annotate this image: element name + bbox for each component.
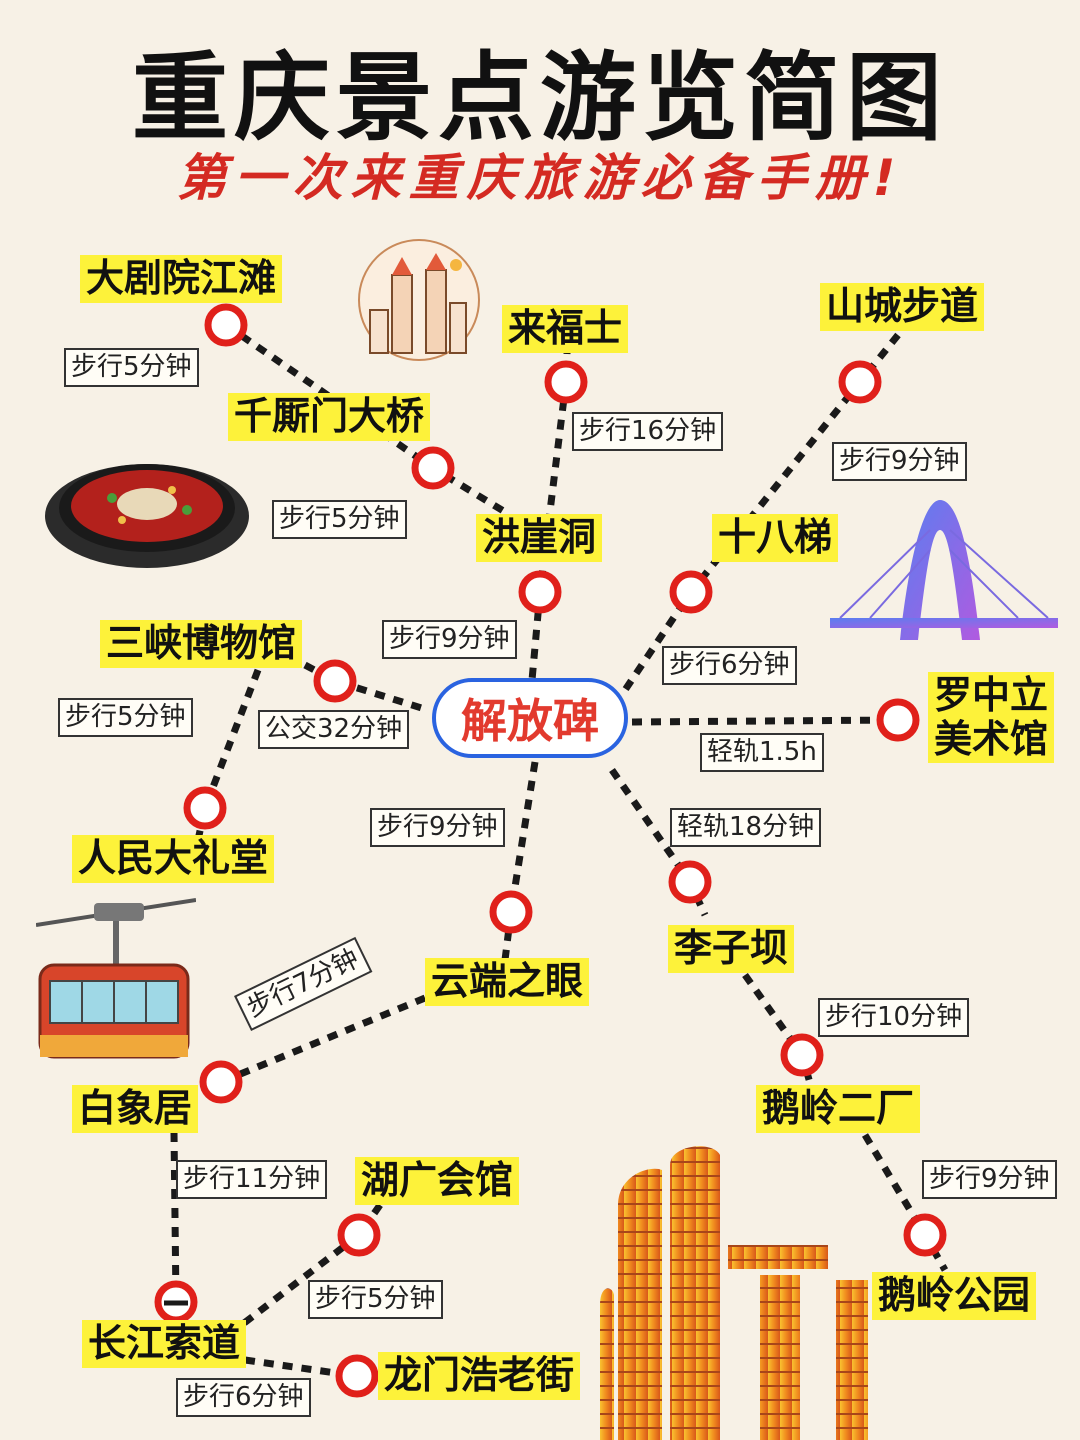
station-marker [183, 786, 227, 830]
station-marker [903, 1213, 947, 1257]
place-laifushi[interactable]: 来福士 [502, 305, 629, 353]
route-time-hub-lizi: 轻轨18分钟 [670, 808, 822, 848]
hotpot-icon [45, 464, 249, 568]
bridge-icon [830, 500, 1058, 640]
place-luo-zhongli-gallery[interactable]: 罗中立 美术馆 [928, 672, 1055, 764]
place-mountain-trail[interactable]: 山城步道 [820, 283, 985, 331]
cable-car-icon [36, 898, 196, 1059]
station-marker [204, 303, 248, 347]
line-mountain-eighteen [622, 332, 901, 692]
route-time-eighteen-hub: 步行6分钟 [662, 646, 797, 686]
towers-icon [600, 1146, 868, 1440]
skyline-icon [358, 239, 480, 361]
place-baixiangju[interactable]: 白象居 [72, 1085, 199, 1133]
station-marker [780, 1033, 824, 1077]
page-subtitle: 第一次来重庆旅游必备手册! [176, 149, 904, 207]
station-marker [544, 360, 588, 404]
route-time-qiansimen-hongyadong: 步行5分钟 [272, 500, 407, 540]
station-marker [669, 570, 713, 614]
place-eighteen-steps[interactable]: 十八梯 [712, 514, 839, 562]
place-lizi-ba[interactable]: 李子坝 [668, 925, 795, 973]
route-time-baixiang-cable: 步行11分钟 [176, 1160, 328, 1200]
line-huguang-cable [232, 1202, 383, 1333]
place-peoples-hall[interactable]: 人民大礼堂 [72, 835, 275, 883]
place-cloud-eye[interactable]: 云端之眼 [425, 958, 590, 1006]
place-cable-car[interactable]: 长江索道 [82, 1320, 247, 1368]
route-time-laifushi-hongyadong: 步行16分钟 [572, 412, 724, 452]
station-marker [337, 1213, 381, 1257]
place-huguang-hall[interactable]: 湖广会馆 [355, 1157, 520, 1205]
station-marker [199, 1060, 243, 1104]
station-marker [411, 446, 455, 490]
station-marker [489, 890, 533, 934]
station-marker [313, 659, 357, 703]
place-eling-park[interactable]: 鹅岭公园 [872, 1272, 1037, 1320]
route-time-grand-theatre-qiansimen: 步行5分钟 [64, 348, 199, 388]
place-three-gorges-museum[interactable]: 三峡博物馆 [100, 620, 303, 668]
station-marker [335, 1354, 379, 1398]
page-title: 重庆景点游览简图 [132, 42, 948, 154]
station-marker [838, 360, 882, 404]
line-hub-luo [631, 716, 899, 726]
route-time-lizi-eling: 步行10分钟 [818, 998, 970, 1038]
place-hongyadong[interactable]: 洪崖洞 [476, 514, 603, 562]
place-longmenhao[interactable]: 龙门浩老街 [378, 1352, 581, 1400]
place-qiansimen-bridge[interactable]: 千厮门大桥 [228, 393, 431, 441]
line-museum-hub [303, 661, 430, 714]
line-hongyadong-hub [528, 591, 544, 681]
station-markers [154, 303, 947, 1398]
route-time-hub-luo: 轻轨1.5h [700, 733, 824, 773]
route-time-hongyadong-hub: 步行9分钟 [382, 620, 517, 660]
route-time-huguang-cable: 步行5分钟 [308, 1280, 443, 1320]
hub-station[interactable]: 解放碑 [432, 678, 628, 758]
route-time-mountain-eighteen: 步行9分钟 [832, 442, 967, 482]
route-time-hub-cloud: 步行9分钟 [370, 808, 505, 848]
place-eling-factory[interactable]: 鹅岭二厂 [756, 1085, 921, 1133]
route-time-museum-hall: 步行5分钟 [58, 698, 193, 738]
route-time-eling-park: 步行9分钟 [922, 1160, 1057, 1200]
route-time-museum-hub: 公交32分钟 [258, 710, 410, 750]
route-time-cable-longmen: 步行6分钟 [176, 1378, 311, 1418]
place-grand-theatre[interactable]: 大剧院江滩 [80, 255, 283, 303]
station-marker [876, 698, 920, 742]
station-marker [668, 860, 712, 904]
station-marker [518, 570, 562, 614]
